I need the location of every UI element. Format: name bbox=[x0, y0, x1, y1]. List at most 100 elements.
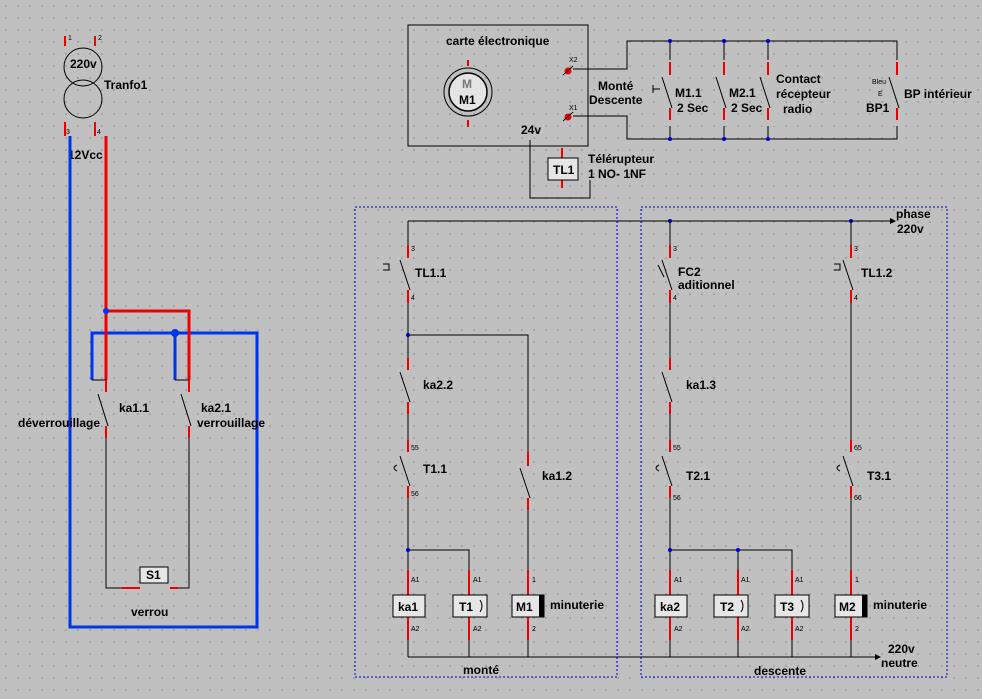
electronic-board[interactable]: carte électronique M M1 X2 X1 24v Monté … bbox=[407, 24, 643, 147]
t2.1-label: T2.1 bbox=[686, 469, 710, 483]
coil-t1[interactable]: T1 A1 A2 bbox=[452, 570, 488, 657]
pin-label: 3 bbox=[411, 246, 415, 253]
m2.1-delay: 2 Sec bbox=[731, 101, 763, 115]
tl1.2-label: TL1.2 bbox=[861, 266, 893, 280]
telerupteur-tl1[interactable]: TL1 Télérupteur 1 NO- 1NF bbox=[547, 148, 654, 188]
neutral-bus: 220v neutre bbox=[408, 642, 918, 670]
neutre-voltage: 220v bbox=[888, 642, 915, 656]
junction-dot bbox=[103, 308, 109, 314]
ka1.1-label: ka1.1 bbox=[119, 401, 149, 415]
neutre-label: neutre bbox=[881, 656, 918, 670]
pin-label: A1 bbox=[674, 577, 683, 584]
pin-label: A1 bbox=[795, 577, 804, 584]
coil-label: M1 bbox=[516, 600, 533, 614]
pin-label: 3 bbox=[854, 246, 858, 253]
pin-label: 1 bbox=[855, 577, 859, 584]
monte-circuit: TL1.1 ka2.2 T1.1 ka1.2 3 4 55 56 bbox=[383, 221, 572, 570]
coil-label: T2 bbox=[720, 600, 734, 614]
board-frame bbox=[407, 24, 589, 147]
lock-circuit: S1 ka1.1 ka2.1 déverrouillage verrouilla… bbox=[18, 136, 265, 629]
telerupteur-label: Télérupteur bbox=[588, 152, 654, 166]
pin-label: 3 bbox=[673, 246, 677, 253]
bp1-color: Bleu bbox=[872, 79, 886, 86]
pin-label: A2 bbox=[411, 626, 420, 633]
terminal-label: X2 bbox=[569, 57, 578, 64]
ka1.2-label: ka1.2 bbox=[542, 469, 572, 483]
coil-label: ka2 bbox=[660, 600, 680, 614]
coil-m2[interactable]: M2 minuterie 1 2 bbox=[834, 570, 927, 657]
board-supply-label: 24v bbox=[521, 123, 541, 137]
ka1.3-label: ka1.3 bbox=[686, 378, 716, 392]
pin-label: A2 bbox=[795, 626, 804, 633]
junction-dot bbox=[171, 329, 179, 337]
motor-letter: M bbox=[462, 77, 472, 91]
deverrouillage-label: déverrouillage bbox=[18, 416, 100, 430]
transformer-name: Tranfo1 bbox=[104, 78, 148, 92]
pin-label: 2 bbox=[532, 626, 536, 633]
ka2.2-contact[interactable] bbox=[399, 371, 411, 403]
transformer[interactable]: 1 2 3 4 220v Tranfo1 12Vcc bbox=[63, 35, 148, 162]
t1.1-contact[interactable] bbox=[399, 455, 411, 487]
pin-label: 2 bbox=[855, 626, 859, 633]
pin-label: 55 bbox=[411, 445, 419, 452]
coil-m1[interactable]: M1 minuterie 1 2 bbox=[511, 570, 604, 657]
coil-t3[interactable]: T3 A1 A2 bbox=[774, 570, 810, 657]
coil-ka2[interactable]: ka2 A1 A2 bbox=[654, 570, 688, 657]
t2.1-delay-icon bbox=[655, 464, 660, 472]
ka1.2-contact[interactable] bbox=[519, 467, 531, 499]
recepteur-label: récepteur bbox=[776, 87, 831, 101]
secondary-voltage: 12Vcc bbox=[68, 148, 103, 162]
fc2-label: FC2 bbox=[678, 265, 701, 279]
tl1.1-contact[interactable] bbox=[399, 259, 411, 291]
bp1-push-button[interactable]: Bleu E BP1 BP intérieur bbox=[866, 60, 972, 126]
pin-label: 4 bbox=[97, 129, 101, 136]
coil-ka1[interactable]: ka1 A1 A2 bbox=[392, 570, 426, 657]
fc2-sub-label: aditionnel bbox=[678, 278, 735, 292]
transformer-primary-coil bbox=[63, 47, 103, 87]
pin-label: 1 bbox=[68, 35, 72, 42]
ka1.1-contact[interactable] bbox=[97, 393, 109, 427]
transformer-secondary-coil bbox=[63, 79, 103, 119]
fc2-limit-switch[interactable] bbox=[661, 259, 673, 291]
ka2.1-contact[interactable] bbox=[180, 393, 192, 427]
monte-section-title: monté bbox=[463, 663, 499, 677]
motor-m1[interactable] bbox=[448, 72, 488, 112]
ka1.3-contact[interactable] bbox=[661, 371, 673, 403]
fc2-actuator-icon bbox=[657, 264, 665, 278]
pin-label: 4 bbox=[673, 295, 677, 302]
pin-label: 56 bbox=[673, 495, 681, 502]
tl1-label: TL1 bbox=[553, 163, 575, 177]
m2.1-label: M2.1 bbox=[729, 86, 756, 100]
t3.1-label: T3.1 bbox=[867, 469, 891, 483]
motor-outline bbox=[443, 67, 493, 117]
radio-receiver-contact[interactable]: Contact récepteur radio bbox=[759, 60, 831, 126]
coil-t2[interactable]: T2 A1 A2 bbox=[713, 570, 750, 657]
tl1.1-label: TL1.1 bbox=[415, 266, 447, 280]
t3.1-delay-icon bbox=[836, 464, 841, 472]
t1.1-delay-icon bbox=[393, 464, 398, 472]
m1.1-delay: 2 Sec bbox=[677, 101, 709, 115]
pin-label: A1 bbox=[741, 577, 750, 584]
tl1.2-actuator-icon bbox=[834, 263, 841, 271]
phase-label: phase bbox=[896, 207, 931, 221]
pin-label: 4 bbox=[854, 295, 858, 302]
motor-label: M1 bbox=[459, 93, 476, 107]
m1.1-label: M1.1 bbox=[675, 86, 702, 100]
telerupteur-spec: 1 NO- 1NF bbox=[588, 167, 646, 181]
pin-label: A2 bbox=[741, 626, 750, 633]
tl1.2-contact[interactable] bbox=[842, 259, 854, 291]
descente-circuit: FC2 aditionnel TL1.2 ka1.3 T2.1 T3.1 3 4… bbox=[655, 221, 893, 570]
t3.1-contact[interactable] bbox=[842, 455, 854, 487]
pin-label: A2 bbox=[473, 626, 482, 633]
m2.1-timer-contact[interactable]: M2.1 2 Sec bbox=[715, 60, 763, 126]
m1.1-timer-contact[interactable]: M1.1 2 Sec bbox=[661, 60, 709, 126]
ka2.1-label: ka2.1 bbox=[201, 401, 231, 415]
transformer-voltage: 220v bbox=[70, 57, 97, 71]
red-wire bbox=[104, 136, 191, 380]
s1-lock-coil[interactable] bbox=[139, 566, 169, 584]
ka2.2-label: ka2.2 bbox=[423, 378, 453, 392]
tl1.1-actuator-icon bbox=[383, 263, 390, 271]
t2.1-contact[interactable] bbox=[661, 455, 673, 487]
descente-section-title: descente bbox=[754, 664, 806, 678]
pin-label: A1 bbox=[473, 577, 482, 584]
